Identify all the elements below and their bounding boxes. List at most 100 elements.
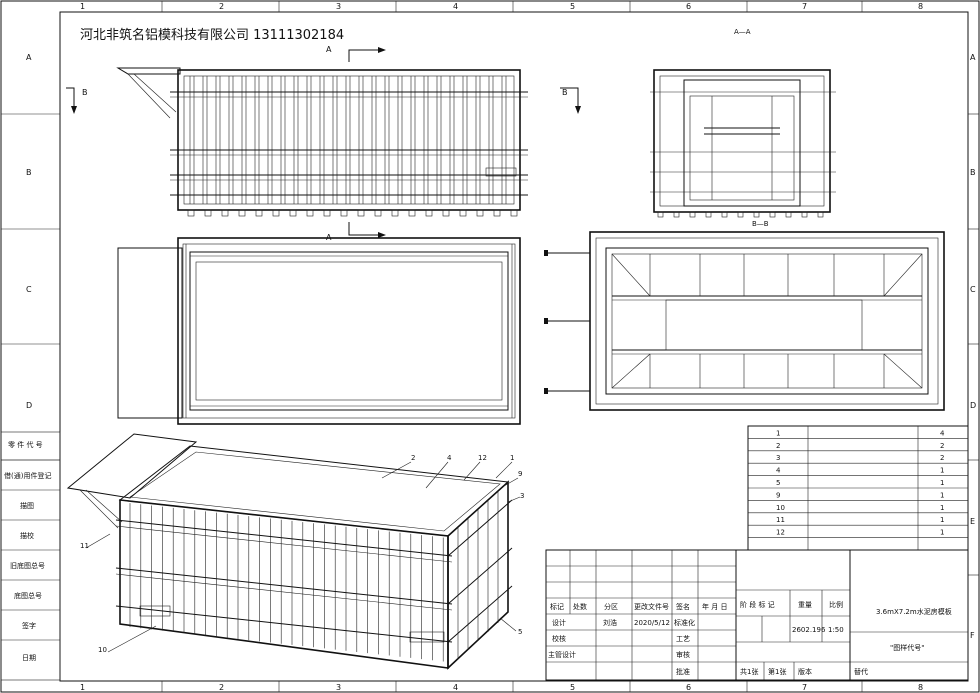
col-label: 6 (686, 2, 691, 11)
drawing-foot (306, 209, 314, 217)
drawing-foot (817, 211, 824, 218)
parts-no: 5 (776, 479, 780, 487)
parts-qty: 1 (940, 479, 944, 487)
tb-chief: 主管设计 (548, 650, 576, 659)
col-label: 4 (453, 2, 458, 11)
callout-label: 10 (98, 646, 107, 654)
svg-text:B: B (82, 88, 88, 97)
column-labels-top: 1 2 3 4 5 6 7 8 (80, 2, 923, 11)
tb-design-label: 设计 (552, 618, 566, 627)
col-label: 8 (918, 2, 923, 11)
svg-text:B—B: B—B (752, 220, 769, 228)
tb-header: 更改文件号 (634, 602, 669, 611)
tb-approve: 批准 (676, 667, 690, 676)
column-labels-bottom: 1 2 3 4 5 6 7 8 (80, 683, 923, 692)
parts-no: 10 (776, 504, 785, 512)
drawing-title: 3.6mX7.2m水泥房模板 (876, 607, 952, 616)
strip-label: 描校 (20, 531, 34, 540)
drawing-foot (753, 211, 760, 218)
col-label: 6 (686, 683, 691, 692)
drawing-foot (340, 209, 348, 217)
parts-qty: 4 (940, 429, 945, 437)
tb-review: 审核 (676, 650, 690, 659)
parts-no: 12 (776, 529, 785, 537)
inner-border (59, 11, 969, 682)
tb-weight-label: 重量 (798, 601, 812, 609)
svg-text:B: B (562, 88, 568, 97)
tb-process: 工艺 (676, 635, 690, 643)
row-label: D (26, 401, 32, 410)
tb-designer: 刘浩 (603, 618, 617, 627)
tb-weight: 2602.196 (792, 626, 826, 634)
svg-text:A: A (326, 45, 332, 54)
drawing-foot (689, 211, 696, 218)
row-label: F (970, 631, 975, 640)
section-bb-view: B—B (544, 220, 945, 411)
col-label: 1 (80, 2, 85, 11)
parts-no: 4 (776, 467, 781, 475)
svg-text:A—A: A—A (734, 28, 751, 36)
parts-no: 11 (776, 516, 785, 524)
drawing-foot (721, 211, 728, 218)
row-labels-right: A B C D E F (970, 53, 976, 640)
drawing-foot (510, 209, 518, 217)
callout-label: 5 (518, 628, 522, 636)
drawing-foot (657, 211, 664, 218)
row-label: D (970, 401, 976, 410)
drawing-foot (391, 209, 399, 217)
parts-qty: 1 (940, 467, 944, 475)
drawing-foot (425, 209, 433, 217)
parts-qty: 1 (940, 529, 944, 537)
row-label: E (970, 517, 975, 526)
row-label: C (26, 285, 32, 294)
parts-no: 9 (776, 491, 780, 499)
drawing-foot (705, 211, 712, 218)
tb-header: 签名 (676, 602, 690, 611)
callout-label: 2 (411, 454, 415, 462)
strip-label: 日期 (22, 654, 36, 662)
drawing-foot (255, 209, 263, 217)
col-label: 3 (336, 2, 341, 11)
section-aa-view: A—A (650, 28, 836, 218)
drawing-foot (289, 209, 297, 217)
left-strip: 零 件 代 号 借(通)用件登记 描图 描校 旧底图总号 底图总号 签字 日期 (0, 431, 61, 681)
col-label: 4 (453, 683, 458, 692)
callout-label: 3 (520, 492, 524, 500)
callouts: 2 4 12 1 9 3 5 10 11 (80, 454, 524, 654)
strip-label: 描图 (20, 501, 34, 510)
parts-no: 2 (776, 442, 780, 450)
strip-label: 签字 (22, 621, 36, 630)
drawing-foot (221, 209, 229, 217)
tb-replace: 替代 (854, 667, 868, 676)
col-label: 7 (802, 683, 807, 692)
section-mark-a-top: A (326, 45, 386, 62)
drawing-foot (357, 209, 365, 217)
tb-header: 分区 (604, 602, 618, 611)
row-label: B (26, 168, 32, 177)
section-mark-a-bottom: A (326, 222, 386, 242)
drawing-foot (459, 209, 467, 217)
parts-qty: 2 (940, 454, 944, 462)
row-label: C (970, 285, 976, 294)
strip-label: 零 件 代 号 (8, 440, 43, 449)
parts-no: 3 (776, 454, 780, 462)
isometric-view (66, 433, 513, 670)
row-label: A (970, 53, 976, 62)
col-label: 5 (570, 683, 575, 692)
drawing-foot (442, 209, 450, 217)
col-label: 7 (802, 2, 807, 11)
parts-qty: 1 (940, 516, 944, 524)
tb-standardize: 标准化 (674, 618, 695, 627)
callout-label: 4 (447, 454, 452, 462)
col-label: 2 (219, 2, 224, 11)
tb-header: 处数 (573, 602, 587, 611)
col-label: 2 (219, 683, 224, 692)
row-label: B (970, 168, 976, 177)
tb-header: 标记 (550, 602, 564, 611)
drawing-foot (801, 211, 808, 218)
col-label: 1 (80, 683, 85, 692)
drawing-foot (673, 211, 680, 218)
